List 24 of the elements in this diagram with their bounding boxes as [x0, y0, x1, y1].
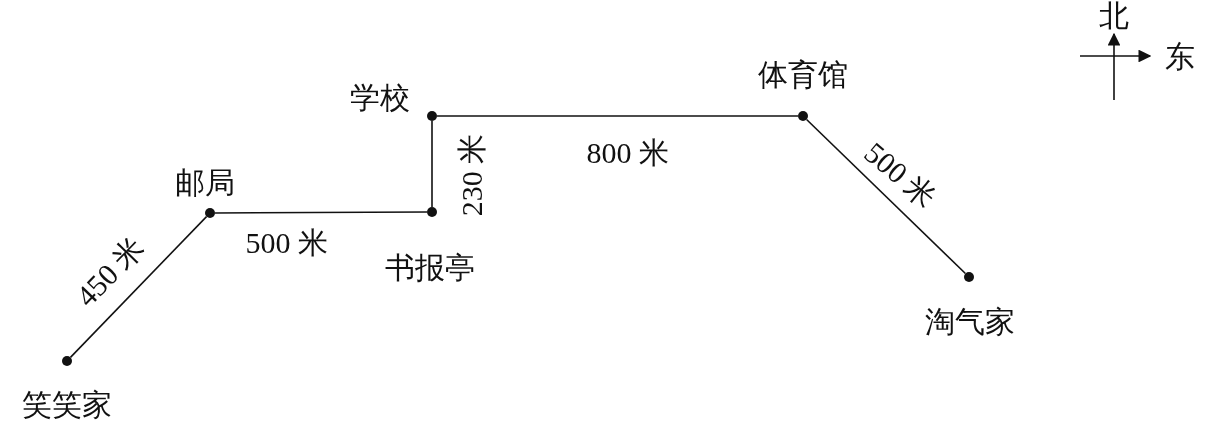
place-name: 体育馆: [758, 60, 848, 90]
distance-label: 230 米: [456, 133, 487, 217]
distance-label: 800 米: [586, 138, 669, 168]
location-dot: [427, 111, 437, 121]
route-line: [214, 211, 428, 214]
place-name: 笑笑家: [22, 390, 112, 420]
location-dot: [964, 272, 974, 282]
distance-label: 450 米: [70, 231, 150, 313]
place-name: 书报亭: [385, 253, 475, 283]
location-dot: [427, 207, 437, 217]
location-dot: [205, 208, 215, 218]
distance-label: 500 米: [858, 137, 941, 213]
route-line: [69, 215, 208, 359]
place-name: 学校: [350, 83, 410, 113]
place-name: 淘气家: [925, 307, 1015, 337]
direction-label: 北: [1099, 1, 1129, 31]
location-dot: [62, 356, 72, 366]
place-name: 邮局: [175, 168, 235, 198]
location-dot: [798, 111, 808, 121]
direction-label: 东: [1165, 42, 1195, 72]
route-line: [431, 120, 433, 208]
distance-label: 500 米: [245, 228, 328, 258]
route-line: [436, 115, 799, 117]
route-line: [805, 118, 967, 275]
